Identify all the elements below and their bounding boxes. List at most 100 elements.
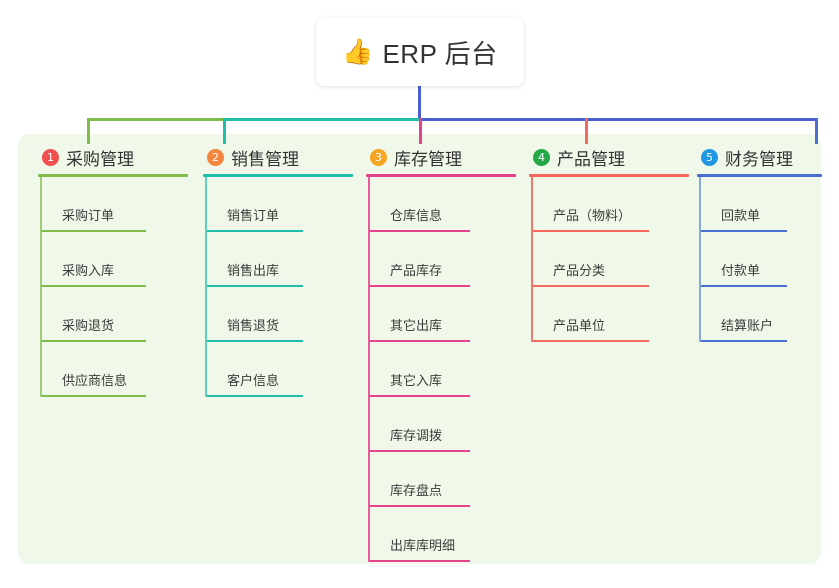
leaf-item-label: 采购入库 <box>62 263 115 278</box>
root-node[interactable]: 👍 ERP 后台 <box>316 18 524 86</box>
column-items: 采购订单采购入库采购退货供应商信息 <box>38 177 188 397</box>
column-title: 财务管理 <box>725 149 793 169</box>
leaf-item-rule <box>207 340 303 342</box>
column-title: 采购管理 <box>66 149 134 169</box>
leaf-item[interactable]: 库存调拨 <box>370 397 516 452</box>
leaf-item[interactable]: 付款单 <box>701 232 822 287</box>
leaf-item-label: 出库库明细 <box>390 538 456 553</box>
leaf-item-label: 产品单位 <box>553 318 606 333</box>
leaf-item-rule <box>207 230 303 232</box>
leaf-item-label: 销售订单 <box>227 208 280 223</box>
thumbs-up-icon: 👍 <box>342 37 374 66</box>
column-title: 销售管理 <box>231 149 299 169</box>
leaf-item-label: 库存盘点 <box>390 483 443 498</box>
leaf-item[interactable]: 采购退货 <box>42 287 188 342</box>
leaf-item-rule <box>370 505 470 507</box>
connector-bus-segment-1 <box>87 118 223 121</box>
column-badge-icon: 2 <box>207 148 224 166</box>
leaf-item[interactable]: 采购订单 <box>42 177 188 232</box>
leaf-item-rule <box>42 340 146 342</box>
column-badge-icon: 3 <box>370 148 387 166</box>
leaf-item[interactable]: 销售出库 <box>207 232 353 287</box>
column-header-rule <box>366 174 516 177</box>
leaf-item[interactable]: 库存盘点 <box>370 452 516 507</box>
leaf-item-label: 付款单 <box>721 263 761 278</box>
column-header-2[interactable]: 2 销售管理 <box>203 144 353 170</box>
leaf-item[interactable]: 采购入库 <box>42 232 188 287</box>
column-header-rule <box>529 174 689 177</box>
column-badge-icon: 1 <box>42 148 59 166</box>
leaf-item-label: 仓库信息 <box>390 208 443 223</box>
column-spine <box>368 177 370 562</box>
column-title: 库存管理 <box>394 149 462 169</box>
leaf-item-label: 采购退货 <box>62 318 115 333</box>
leaf-item[interactable]: 结算账户 <box>701 287 822 342</box>
column-header-4[interactable]: 4 产品管理 <box>529 144 689 170</box>
leaf-item[interactable]: 回款单 <box>701 177 822 232</box>
leaf-item-label: 回款单 <box>721 208 761 223</box>
connector-drop-1 <box>87 118 90 144</box>
leaf-item[interactable]: 仓库信息 <box>370 177 516 232</box>
leaf-item-label: 客户信息 <box>227 373 280 388</box>
connector-bus-segment-2 <box>223 118 419 121</box>
leaf-item-rule <box>370 230 470 232</box>
column-header-5[interactable]: 5 财务管理 <box>697 144 822 170</box>
column-badge-icon: 4 <box>533 148 550 166</box>
leaf-item-rule <box>701 285 787 287</box>
leaf-item-rule <box>207 395 303 397</box>
connector-drop-2 <box>223 118 226 144</box>
leaf-item-rule <box>533 230 649 232</box>
leaf-item-label: 其它入库 <box>390 373 443 388</box>
leaf-item-label: 产品库存 <box>390 263 443 278</box>
leaf-item-rule <box>42 285 146 287</box>
leaf-item-label: 采购订单 <box>62 208 115 223</box>
leaf-item-rule <box>701 340 787 342</box>
leaf-item-label: 其它出库 <box>390 318 443 333</box>
column-采购管理: 1 采购管理采购订单采购入库采购退货供应商信息 <box>38 144 188 397</box>
leaf-item[interactable]: 产品库存 <box>370 232 516 287</box>
connector-drop-5 <box>815 118 818 144</box>
column-header-rule <box>203 174 353 177</box>
leaf-item[interactable]: 销售退货 <box>207 287 353 342</box>
leaf-item[interactable]: 产品（物料） <box>533 177 689 232</box>
connector-drop-4 <box>585 118 588 144</box>
leaf-item-rule <box>42 230 146 232</box>
leaf-item-rule <box>701 230 787 232</box>
leaf-item-rule <box>42 395 146 397</box>
leaf-item-rule <box>370 395 470 397</box>
column-header-3[interactable]: 3 库存管理 <box>366 144 516 170</box>
leaf-item-rule <box>207 285 303 287</box>
leaf-item-rule <box>370 450 470 452</box>
column-产品管理: 4 产品管理产品（物料） 产品分类产品单位 <box>529 144 689 342</box>
column-spine <box>205 177 207 397</box>
column-spine <box>531 177 533 342</box>
column-items: 产品（物料） 产品分类产品单位 <box>529 177 689 342</box>
leaf-item[interactable]: 出库库明细 <box>370 507 516 562</box>
column-items: 仓库信息产品库存其它出库其它入库库存调拨库存盘点出库库明细 <box>366 177 516 562</box>
root-title: ERP 后台 <box>382 38 498 69</box>
leaf-item[interactable]: 产品单位 <box>533 287 689 342</box>
column-财务管理: 5 财务管理回款单付款单结算账户 <box>697 144 822 342</box>
leaf-item-label: 产品（物料） <box>553 208 632 223</box>
leaf-item-rule <box>533 340 649 342</box>
column-销售管理: 2 销售管理销售订单销售出库销售退货客户信息 <box>203 144 353 397</box>
leaf-item-rule <box>370 560 470 562</box>
leaf-item[interactable]: 销售订单 <box>207 177 353 232</box>
connector-bus-segment-3 <box>419 118 816 121</box>
connector-trunk <box>418 86 421 121</box>
leaf-item-label: 销售退货 <box>227 318 280 333</box>
column-库存管理: 3 库存管理仓库信息产品库存其它出库其它入库库存调拨库存盘点出库库明细 <box>366 144 516 562</box>
leaf-item-label: 销售出库 <box>227 263 280 278</box>
leaf-item[interactable]: 客户信息 <box>207 342 353 397</box>
leaf-item[interactable]: 其它入库 <box>370 342 516 397</box>
column-items: 回款单付款单结算账户 <box>697 177 822 342</box>
leaf-item-rule <box>370 285 470 287</box>
leaf-item-label: 供应商信息 <box>62 373 128 388</box>
column-title: 产品管理 <box>557 149 625 169</box>
leaf-item[interactable]: 产品分类 <box>533 232 689 287</box>
leaf-item[interactable]: 其它出库 <box>370 287 516 342</box>
leaf-item[interactable]: 供应商信息 <box>42 342 188 397</box>
leaf-item-label: 产品分类 <box>553 263 606 278</box>
column-badge-icon: 5 <box>701 148 718 166</box>
column-header-1[interactable]: 1 采购管理 <box>38 144 188 170</box>
